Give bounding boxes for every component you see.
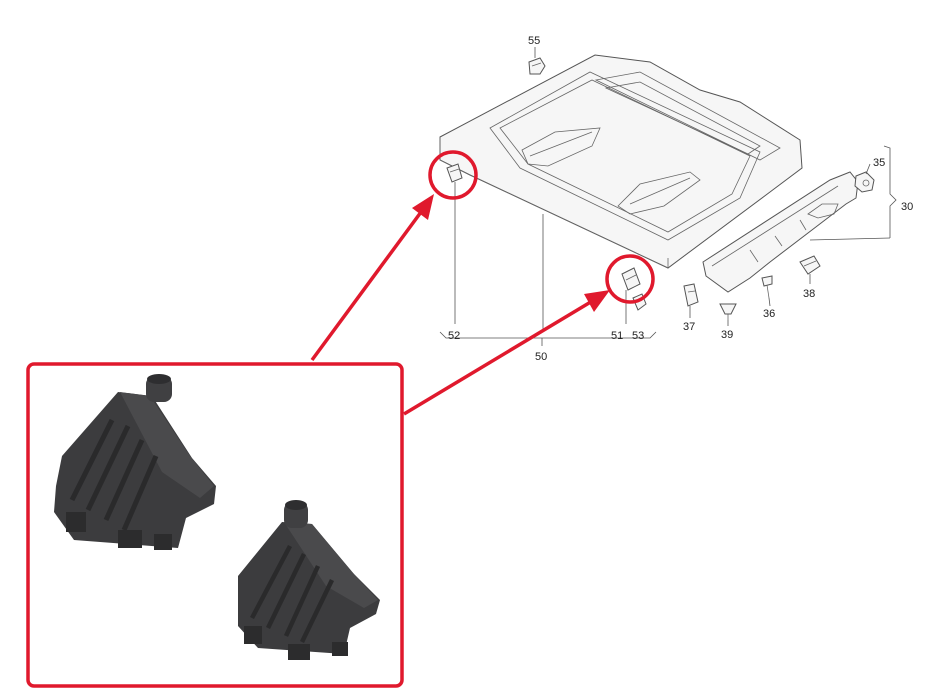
highlight-circle-right <box>605 254 655 304</box>
callout-36: 36 <box>763 308 775 320</box>
exploded-view: 55 35 30 52 51 53 50 37 39 36 38 <box>439 35 913 363</box>
callout-37: 37 <box>683 321 695 333</box>
callout-55: 55 <box>528 35 540 47</box>
arrowhead-icon <box>412 194 434 220</box>
callout-52: 52 <box>448 330 460 342</box>
callout-39: 39 <box>721 329 733 341</box>
part-photo-small <box>238 500 380 660</box>
rivet-39 <box>719 303 737 320</box>
callout-labels: 55 35 30 52 51 53 50 37 39 36 38 <box>448 35 913 363</box>
bracket-52 <box>446 163 463 183</box>
arrowhead-icon <box>584 290 610 312</box>
callout-53: 53 <box>632 330 644 342</box>
parcel-shelf-panel <box>439 54 803 269</box>
highlight-annotations <box>310 150 655 416</box>
arrow-to-left-part <box>310 206 426 362</box>
screw-36 <box>761 275 773 299</box>
clip-55 <box>528 57 546 75</box>
highlight-circle-left <box>428 150 478 200</box>
side-trim-strip <box>702 171 859 293</box>
product-photo-inset <box>26 362 404 688</box>
bracket-51 <box>621 267 641 291</box>
arrow-to-right-part <box>403 298 595 416</box>
part-photo-large <box>54 374 216 550</box>
leader-lines <box>439 47 897 346</box>
callout-35: 35 <box>873 157 885 169</box>
callout-50: 50 <box>535 351 547 363</box>
clip-38 <box>799 255 821 275</box>
callout-30: 30 <box>901 201 913 213</box>
callout-38: 38 <box>803 288 815 300</box>
clip-37 <box>683 283 699 307</box>
callout-51: 51 <box>611 330 623 342</box>
clip-35 <box>854 171 875 193</box>
